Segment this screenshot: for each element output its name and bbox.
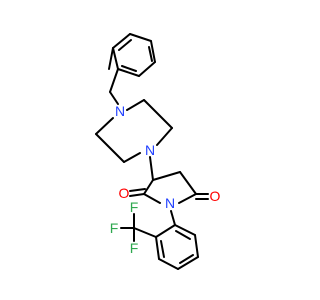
bond [126,99,145,111]
atom-label-f: F [130,199,139,215]
atom-label-n: N [115,103,125,119]
bond [112,47,119,70]
piperazine-pyrrolidine-bond [149,156,154,181]
bond [108,47,114,70]
atom-label-o: O [119,185,130,201]
bond [133,227,157,238]
bond [95,117,114,135]
bond [177,256,199,270]
benzyl-ch2-bond [109,68,119,93]
atom-label-f: F [130,240,139,256]
bond [112,33,131,49]
atom-label-f: F [110,220,119,236]
bond [158,258,179,270]
trifluoromethylphenyl-ring [155,224,199,270]
double-bond-inner [121,65,137,72]
bond [174,224,196,236]
imide-aryl-bond [170,210,176,226]
double-bond-inner [179,254,194,264]
piperazine-ring [95,99,173,163]
double-bond-inner [118,39,132,51]
bond [152,171,181,181]
bond [150,40,156,63]
carbonyl-left-double [129,188,146,192]
bond [179,171,197,195]
bond [129,33,152,42]
bond [143,179,154,195]
atom-label-n: N [145,142,155,158]
bond [95,133,125,163]
bond [194,234,199,258]
double-bond-inner [148,46,153,62]
bond [138,61,156,77]
atom-label-n: N [165,195,175,211]
bond [155,236,160,260]
benzyl-n-bond [109,91,119,105]
succinimide-ring [129,171,209,204]
molecule-structure: N N N O O F F F [95,33,221,270]
double-bond-inner [160,240,165,258]
bond [143,193,161,204]
atom-label-o: O [210,188,221,204]
bond [155,224,176,238]
trifluoromethyl-group [120,213,157,242]
structure-canvas: N N N O O F F F [95,33,221,270]
bond [156,127,173,146]
double-bond-inner [175,230,191,240]
bond [178,193,197,204]
bond [143,99,173,129]
bond [117,68,140,77]
benzyl-phenyl-ring [108,33,156,77]
bond [123,152,141,163]
carbonyl-left [129,193,145,197]
